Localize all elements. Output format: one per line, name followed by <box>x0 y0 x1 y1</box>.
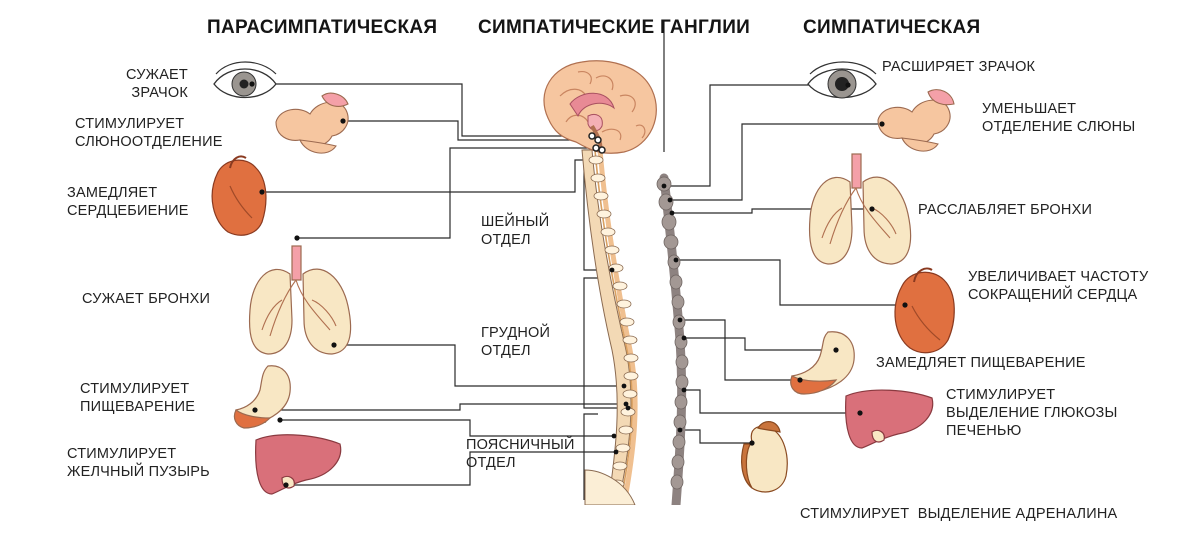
lungs-left <box>248 245 352 355</box>
label-line: ВЫДЕЛЕНИЕ ГЛЮКОЗЫ <box>946 405 1118 421</box>
label-increases-heart-rate: УВЕЛИЧИВАЕТ ЧАСТОТУ СОКРАЩЕНИЙ СЕРДЦА <box>968 268 1148 304</box>
label-slows-digestion: ЗАМЕДЛЯЕТ ПИЩЕВАРЕНИЕ <box>876 354 1086 372</box>
eye-left <box>213 61 277 98</box>
label-line: СТИМУЛИРУЕТ <box>80 381 190 397</box>
label-line: СЛЮНООТДЕЛЕНИЕ <box>75 134 223 150</box>
label-line: ОТДЕЛЕНИЕ СЛЮНЫ <box>982 119 1136 135</box>
label-slows-heartbeat: ЗАМЕДЛЯЕТ СЕРДЦЕБИЕНИЕ <box>67 184 189 220</box>
vertebrae <box>588 155 639 489</box>
label-line: УМЕНЬШАЕТ <box>982 101 1077 117</box>
connection-dots <box>249 81 908 488</box>
label-line: РАССЛАБЛЯЕТ БРОНХИ <box>918 202 1093 218</box>
label-line: ПОЯСНИЧНЫЙ <box>466 437 575 453</box>
kidney-adrenal <box>741 421 788 493</box>
label-line: ОТДЕЛ <box>466 455 516 471</box>
label-stimulates-gallbladder: СТИМУЛИРУЕТ ЖЕЛЧНЫЙ ПУЗЫРЬ <box>67 445 210 481</box>
label-line: ПИЩЕВАРЕНИЕ <box>80 399 196 415</box>
sympathetic-ganglia-chain <box>656 173 689 505</box>
label-line: СЕРДЦЕБИЕНИЕ <box>67 203 189 219</box>
salivary-glands-left <box>275 92 349 154</box>
label-stimulates-adrenaline: СТИМУЛИРУЕТ ВЫДЕЛЕНИЕ АДРЕНАЛИНА <box>800 469 1117 541</box>
label-dilates-pupil: РАСШИРЯЕТ ЗРАЧОК <box>882 58 1035 76</box>
diagram-canvas <box>211 20 955 505</box>
label-cervical-region: ШЕЙНЫЙ ОТДЕЛ <box>481 213 549 249</box>
label-stimulates-glucose-release: СТИМУЛИРУЕТ ВЫДЕЛЕНИЕ ГЛЮКОЗЫ ПЕЧЕНЬЮ <box>946 386 1118 440</box>
label-line: СТИМУЛИРУЕТ <box>67 446 177 462</box>
stomach-left <box>233 365 291 429</box>
label-thoracic-region: ГРУДНОЙ ОТДЕЛ <box>481 324 550 360</box>
label-line: ЗАМЕДЛЯЕТ ПИЩЕВАРЕНИЕ <box>876 355 1086 371</box>
label-line: ЖЕЛЧНЫЙ ПУЗЫРЬ <box>67 464 210 480</box>
label-relaxes-bronchi: РАССЛАБЛЯЕТ БРОНХИ <box>918 201 1092 219</box>
header-sympathetic: СИМПАТИЧЕСКАЯ <box>803 17 981 38</box>
label-line: УВЕЛИЧИВАЕТ ЧАСТОТУ <box>968 269 1149 285</box>
label-lumbar-region: ПОЯСНИЧНЫЙ ОТДЕЛ <box>466 436 575 472</box>
label-line: СТИМУЛИРУЕТ <box>75 116 185 132</box>
label-line: СТИМУЛИРУЕТ <box>946 387 1056 403</box>
liver-right <box>845 389 934 449</box>
brainstem-nuclei <box>588 132 606 154</box>
label-line: СОКРАЩЕНИЙ СЕРДЦА <box>968 287 1138 303</box>
label-line: РАСШИРЯЕТ ЗРАЧОК <box>882 59 1036 75</box>
label-line: ЗРАЧОК <box>131 85 188 101</box>
label-line: ОТДЕЛ <box>481 343 531 359</box>
header-sympathetic-ganglia: СИМПАТИЧЕСКИЕ ГАНГЛИИ <box>478 17 751 38</box>
label-line: ОТДЕЛ <box>481 232 531 248</box>
heart-left <box>211 155 267 236</box>
label-constricts-pupil: СУЖАЕТ ЗРАЧОК <box>80 66 188 102</box>
stomach-right <box>790 331 855 395</box>
label-reduces-saliva: УМЕНЬШАЕТ ОТДЕЛЕНИЕ СЛЮНЫ <box>982 100 1135 136</box>
heart-right <box>894 267 955 354</box>
label-line: СУЖАЕТ БРОНХИ <box>82 291 211 307</box>
label-line: ГРУДНОЙ <box>481 325 551 341</box>
label-stimulates-digestion: СТИМУЛИРУЕТ ПИЩЕВАРЕНИЕ <box>80 380 195 416</box>
label-stimulates-salivation: СТИМУЛИРУЕТ СЛЮНООТДЕЛЕНИЕ <box>75 115 223 151</box>
eye-right <box>807 61 877 99</box>
parasympathetic-nerve-lines <box>252 83 626 486</box>
label-line: ПЕЧЕНЬЮ <box>946 423 1022 439</box>
lungs-right <box>808 153 912 265</box>
label-line: СТИМУЛИРУЕТ ВЫДЕЛЕНИЕ АДРЕНАЛИНА <box>800 506 1118 522</box>
label-line: СУЖАЕТ <box>126 67 188 83</box>
label-line: ЗАМЕДЛЯЕТ <box>67 185 158 201</box>
salivary-glands-right <box>877 89 955 152</box>
label-constricts-bronchi: СУЖАЕТ БРОНХИ <box>82 290 210 308</box>
label-line: ШЕЙНЫЙ <box>481 214 550 230</box>
header-parasympathetic: ПАРАСИМПАТИЧЕСКАЯ <box>207 17 438 38</box>
